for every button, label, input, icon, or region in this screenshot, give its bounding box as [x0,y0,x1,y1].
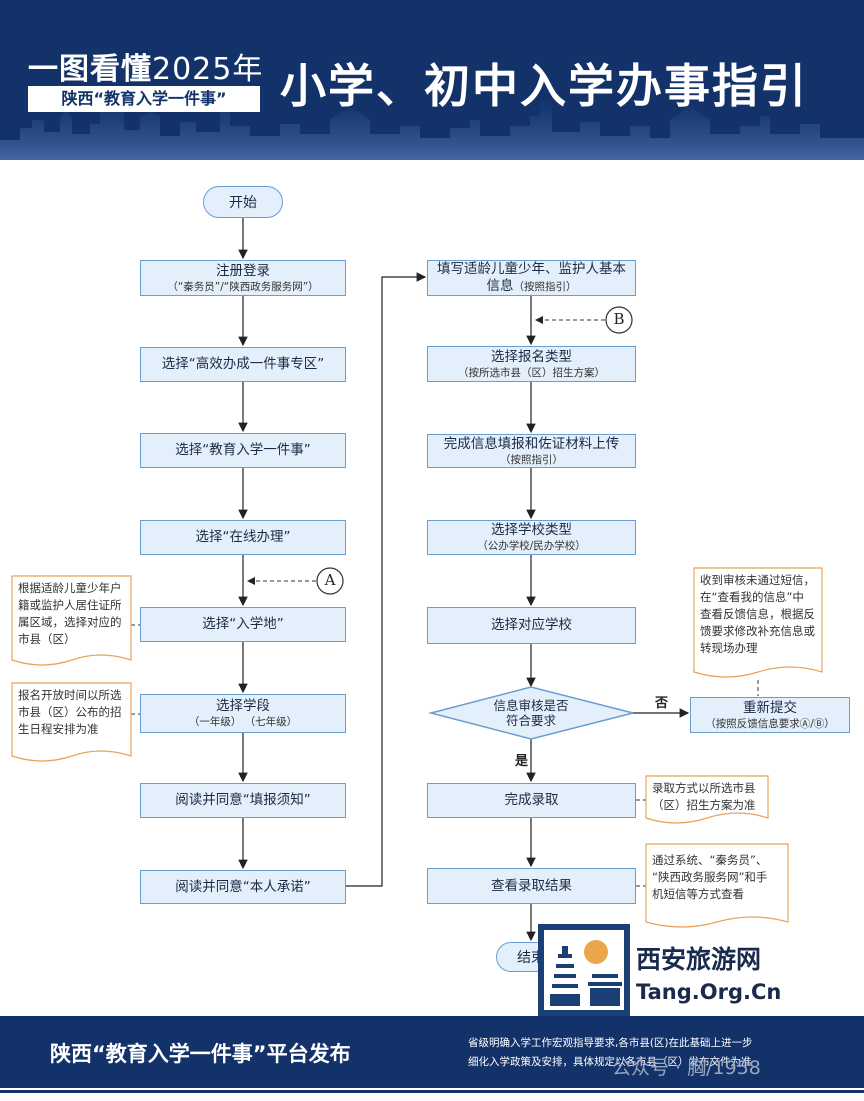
note-place: 根据适龄儿童少年户 籍或监护人居住证所 属区域，选择对应的 市县（区） [12,576,134,652]
note-shape-place [11,575,132,666]
note-sms-line5: 转现场办理 [700,641,758,655]
note-place-line1: 根据适龄儿童少年户 [18,581,122,595]
header-banner [0,0,864,160]
city-skyline-decoration [0,96,864,160]
note-place-line4: 市县（区） [18,632,76,646]
note-place-line3: 属区域，选择对应的 [18,615,122,629]
note-result-line2: “陕西政务服务网”和手 [652,870,768,884]
step-type-sub: （按所选市县（区）招生方案） [458,366,605,379]
step-place: 选择“入学地” [140,607,346,642]
step-register-sub: （“秦务员”/“陕西政务服务网”） [167,280,319,293]
step-notice-label: 阅读并同意“填报须知” [175,792,311,808]
note-admit: 录取方式以所选市县 （区）招生方案为准 [646,776,770,818]
header-year: 2025年 [152,52,264,87]
note-stage-line3: 生日程安排为准 [18,722,99,736]
step-matter-label: 选择“教育入学一件事” [175,442,311,458]
review-decision-text: 信息审核是否 符合要求 [460,698,602,728]
note-place-line2: 籍或监护人居住证所 [18,598,122,612]
note-stage-line1: 报名开放时间以所选 [18,688,122,702]
step-type: 选择报名类型 （按所选市县（区）招生方案） [427,346,636,382]
step-stage: 选择学段 （一年级） （七年级） [140,694,346,733]
site-logo-emblem [538,924,630,1016]
footer-note-line1: 省级明确入学工作宏观指导要求,各市县(区)在此基础上进一步 [468,1037,753,1049]
note-sms: 收到审核未通过短信， 在“查看我的信息”中 查看反馈信息，根据反 馈要求修改补充… [694,568,824,661]
step-result: 查看录取结果 [427,868,636,904]
note-stage-line2: 市县（区）公布的招 [18,705,122,719]
note-admit-line1: 录取方式以所选市县 [652,781,756,795]
review-decision-diamond [428,686,634,740]
step-notice: 阅读并同意“填报须知” [140,783,346,818]
pagoda-icon [538,924,630,1016]
step-upload-label: 完成信息填报和佐证材料上传 [443,435,620,452]
step-stage-sub: （一年级） （七年级） [188,716,298,728]
arrow-pledge-fill [346,272,427,887]
step-resubmit-sub: （按照反馈信息要求Ⓐ/Ⓑ） [705,717,835,730]
logo-sun-icon [584,940,608,964]
page-title: 小学、初中入学办事指引 [280,59,808,113]
step-register: 注册登录 （“秦务员”/“陕西政务服务网”） [140,260,346,296]
step-register-label: 注册登录 [216,262,270,279]
watermark-account: 公众号 · 胸/1958 [612,1057,761,1079]
step-type-label: 选择报名类型 [491,348,572,365]
review-line1: 信息审核是否 [493,698,569,713]
branch-no-label: 否 [655,696,669,711]
step-zone-label: 选择“高效办成一件事专区” [161,356,325,372]
step-pledge: 阅读并同意“本人承诺” [140,870,346,904]
footer-publisher: 陕西“教育入学一件事”平台发布 [50,1042,351,1066]
step-fill-label: 填写适龄儿童少年、监护人基本 [437,261,626,277]
branch-yes-label: 是 [515,754,529,769]
step-online-label: 选择“在线办理” [195,529,291,545]
step-zone: 选择“高效办成一件事专区” [140,347,346,382]
connector-b-label: B [613,310,625,328]
note-stage: 报名开放时间以所选 市县（区）公布的招 生日程安排为准 [12,683,134,742]
step-online: 选择“在线办理” [140,520,346,555]
step-stage-label: 选择学段 [216,698,270,714]
step-matter: 选择“教育入学一件事” [140,433,346,468]
note-shape-stage [11,682,132,762]
note-shape-admit [645,775,769,824]
header-lead-title: 一图看懂2025年 [28,44,263,88]
footer-note-line2: 细化入学政策及安排，具体规定以各市县（区）发布文件为准 [468,1056,752,1068]
header-lead: 一图看懂 [28,52,152,87]
step-fill-line2-text: 信息 [486,278,514,294]
step-pledge-label: 阅读并同意“本人承诺” [175,878,311,895]
step-place-label: 选择“入学地” [202,616,284,632]
step-resubmit: 重新提交 （按照反馈信息要求Ⓐ/Ⓑ） [690,697,850,733]
note-sms-line4: 馈要求修改补充信息或 [700,624,815,638]
step-fill-sub: （按照指引） [513,281,577,293]
step-school-type: 选择学校类型 （公办学校/民办学校） [427,520,636,555]
connector-a-label: A [324,571,336,589]
note-admit-line2: （区）招生方案为准 [652,798,756,812]
note-shape-result [645,843,789,928]
note-shape-sms [693,567,823,678]
note-sms-line2: 在“查看我的信息”中 [700,590,804,604]
header-tag: 陕西“教育入学一件事” [28,86,260,112]
connector-a-circle [316,567,344,595]
step-admit: 完成录取 [427,783,636,818]
step-admit-label: 完成录取 [504,792,559,808]
step-fill-info: 填写适龄儿童少年、监护人基本 信息（按照指引） [427,260,636,296]
step-school-type-sub: （公办学校/民办学校） [477,540,586,552]
step-fill-line2: 信息（按照指引） [487,278,577,295]
note-sms-line1: 收到审核未通过短信， [700,573,815,587]
footer-banner [0,1016,864,1088]
step-school-type-label: 选择学校类型 [491,522,572,538]
note-result-line1: 通过系统、“秦务员”、 [652,853,768,867]
step-upload: 完成信息填报和佐证材料上传 （按照指引） [427,434,636,468]
step-upload-sub: （按照指引） [500,453,563,466]
step-resubmit-label: 重新提交 [743,699,797,716]
step-school: 选择对应学校 [427,607,636,644]
review-line2: 符合要求 [505,713,556,728]
site-domain: Tang.Org.Cn [636,980,782,1004]
connector-b-circle [605,306,633,334]
note-sms-line3: 查看反馈信息，根据反 [700,607,815,621]
note-result-line3: 机短信等方式查看 [652,887,744,901]
note-result: 通过系统、“秦务员”、 “陕西政务服务网”和手 机短信等方式查看 [646,848,792,907]
step-result-label: 查看录取结果 [491,877,572,894]
site-name: 西安旅游网 [636,945,762,974]
footer-rule [0,1090,864,1093]
step-school-label: 选择对应学校 [491,617,572,633]
flow-start: 开始 [203,186,283,218]
